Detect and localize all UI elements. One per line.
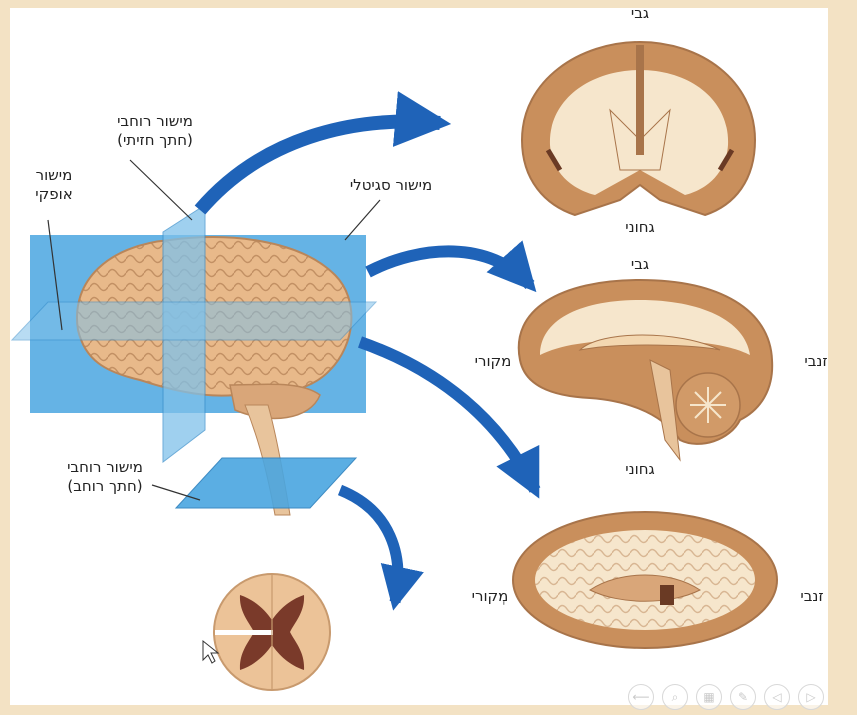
arrow-to-sagittal	[365, 240, 537, 293]
axial-caudal-label: זנבי	[800, 587, 824, 605]
sagittal-ventral-label: גחוני	[625, 460, 655, 478]
horizontal-plane-label: מישור אופקי	[24, 166, 84, 204]
sagittal-rostral-label: מקורי	[474, 352, 512, 370]
axial-section	[512, 511, 778, 649]
transverse-plane-title: מישור רוחבי	[67, 458, 143, 476]
arrow-to-coronal	[194, 91, 452, 215]
horizontal-plane	[10, 301, 378, 341]
next-icon[interactable]: ▷	[798, 684, 824, 710]
sagittal-caudal-label: זנבי	[804, 352, 828, 370]
axial-rostral-label: מְקורי	[471, 587, 509, 605]
slideshow-toolbar: ⟵ ⌕ ▦ ✎ ◁ ▷	[628, 684, 824, 712]
coronal-section-subtitle: (חתך חזיתי)	[117, 131, 193, 149]
sagittal-plane-title: מישור סגיטלי	[349, 176, 433, 194]
sagittal-plane-label: מישור סגיטלי	[336, 176, 446, 195]
coronal-section	[520, 40, 757, 217]
transverse-plane	[174, 457, 358, 509]
slides-icon[interactable]: ▦	[696, 684, 722, 710]
prev-icon[interactable]: ◁	[764, 684, 790, 710]
coronal-ventral-label: גחוני	[625, 218, 655, 236]
coronal-dorsal-label: גבי	[630, 4, 650, 22]
sagittal-dorsal-label: גבי	[630, 255, 650, 273]
mouse-cursor-icon	[202, 639, 220, 664]
zoom-icon[interactable]: ⌕	[662, 684, 688, 710]
coronal-plane-title: מישור רוחבי	[117, 112, 193, 130]
horizontal-plane-word-1: מישור	[35, 166, 73, 184]
sagittal-section	[517, 278, 774, 462]
spinal-cord-section	[213, 573, 331, 691]
horizontal-plane-word-2: אופקי	[35, 185, 73, 203]
back-icon[interactable]: ⟵	[628, 684, 654, 710]
arrow-to-axial	[358, 336, 541, 499]
transverse-section-subtitle: (חתך רוחב)	[67, 477, 143, 495]
arrow-to-spinal	[337, 484, 424, 611]
coronal-plane-label: מישור רוחבי (חתך חזיתי)	[95, 112, 215, 150]
transverse-plane-label: מישור רוחבי (חתך רוחב)	[45, 458, 165, 496]
pen-icon[interactable]: ✎	[730, 684, 756, 710]
